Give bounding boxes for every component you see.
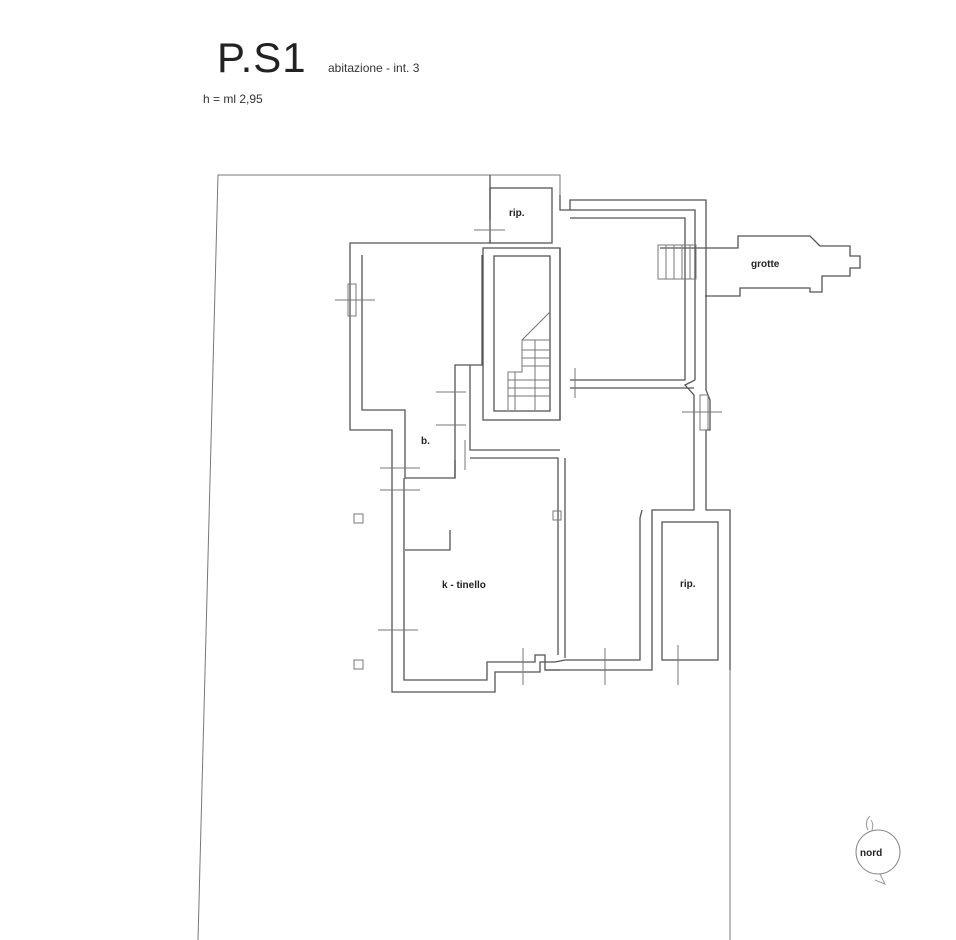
north-compass-icon: nord [855,815,901,885]
room-label-bath: b. [421,436,430,447]
grotto [657,235,861,297]
door-markers [335,220,722,685]
lot-boundary [197,174,731,940]
room-label-storage-right: rip. [680,579,696,590]
room-label-grotto: grotte [751,259,780,270]
stairs [507,311,551,410]
interior-walls [405,187,719,661]
room-label-storage-top: rip. [509,208,525,219]
compass-label: nord [860,848,882,859]
room-label-kitchen: k - tinello [442,580,486,591]
exterior-walls [349,175,731,693]
plan-title: P.S1 [217,34,307,81]
plan-subtitle: abitazione - int. 3 [328,61,420,75]
ceiling-height: h = ml 2,95 [203,92,263,106]
